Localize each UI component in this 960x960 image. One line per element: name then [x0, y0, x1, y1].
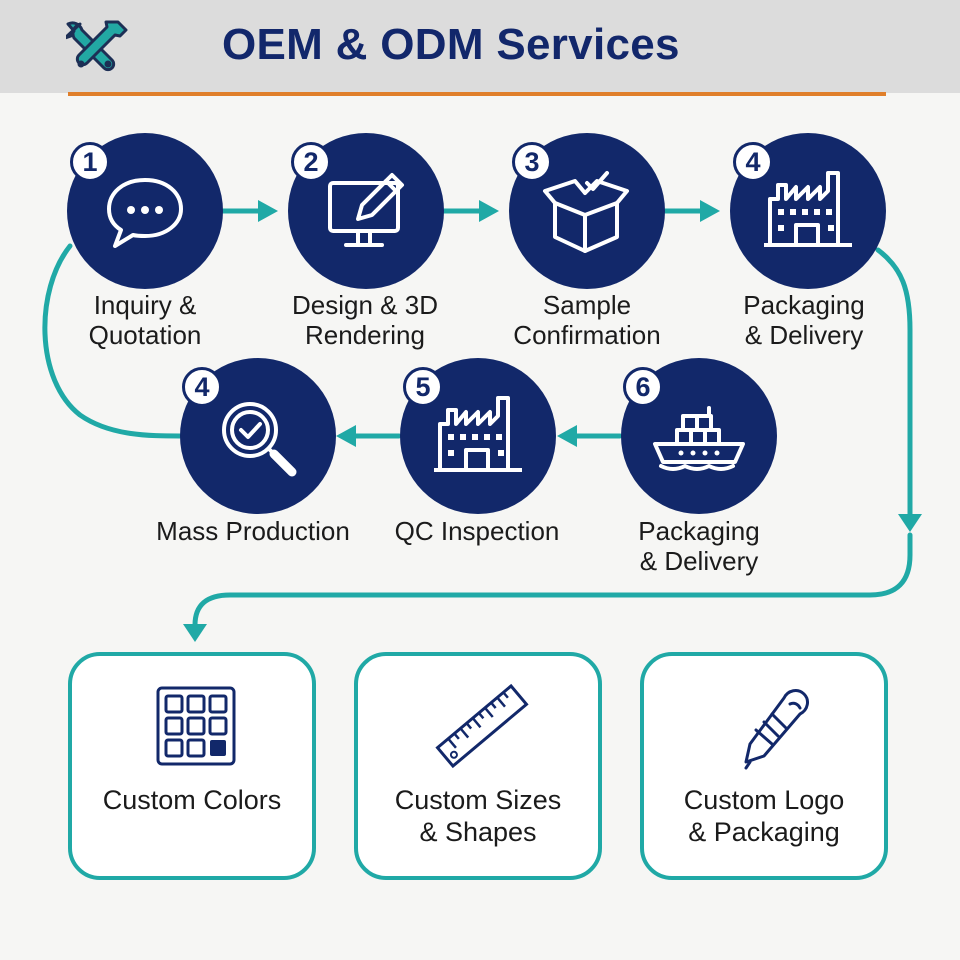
chat-bubble-icon [107, 178, 183, 248]
step-5-number: 5 [403, 367, 443, 407]
step-3-label-line2: Confirmation [513, 320, 661, 350]
service-card-colors-label: Custom Colors [72, 784, 312, 816]
step-5-label-line1: QC Inspection [394, 516, 560, 546]
step-6-label: Packaging & Delivery [579, 516, 819, 576]
step-2-label-line1: Design & 3D [292, 290, 438, 320]
service-card-logo-label: Custom Logo & Packaging [644, 784, 884, 848]
service-logo-line1: Custom Logo [683, 785, 845, 815]
step-1-label: Inquiry & Quotation [25, 290, 265, 350]
header-bar [0, 0, 960, 93]
step-5-label: QC Inspection [357, 516, 597, 546]
step-6-number: 6 [623, 367, 663, 407]
service-card-sizes-label: Custom Sizes & Shapes [358, 784, 598, 848]
step-6-label-line1: Packaging [638, 516, 760, 546]
pen-stamp-icon [744, 689, 809, 770]
service-card-logo: Custom Logo & Packaging [640, 652, 888, 880]
step-3-label: Sample Confirmation [467, 290, 707, 350]
step-1-label-line1: Inquiry & [93, 290, 197, 320]
page-title: OEM & ODM Services [222, 20, 680, 69]
step-2-number: 2 [291, 142, 331, 182]
factory-icon [764, 171, 852, 247]
service-card-colors: Custom Colors [68, 652, 316, 880]
ruler-icon [435, 683, 529, 769]
tools-icon [66, 20, 128, 72]
step-4-label-line1: Packaging [743, 290, 865, 320]
cargo-ship-icon [653, 406, 745, 471]
step-1-label-line2: Quotation [88, 320, 202, 350]
step-2-label: Design & 3D Rendering [245, 290, 485, 350]
service-colors-line1: Custom Colors [102, 785, 282, 815]
service-logo-line2: & Packaging [688, 817, 840, 847]
step-3-number: 3 [512, 142, 552, 182]
step-4-label-line2: & Delivery [744, 320, 864, 350]
monitor-pencil-icon [328, 173, 404, 247]
factory-icon [434, 396, 522, 472]
step-3-label-line1: Sample [542, 290, 632, 320]
service-card-sizes: Custom Sizes & Shapes [354, 652, 602, 880]
step-4-label: Packaging & Delivery [684, 290, 924, 350]
header-divider [68, 92, 886, 96]
step-1-number: 1 [70, 142, 110, 182]
magnifier-check-icon [222, 402, 297, 477]
step-4b-label: Mass Production [133, 516, 373, 546]
color-grid-icon [156, 686, 236, 766]
service-sizes-line2: & Shapes [419, 817, 537, 847]
step-4b-number: 4 [182, 367, 222, 407]
step-4-number: 4 [733, 142, 773, 182]
service-sizes-line1: Custom Sizes [394, 785, 562, 815]
step-2-label-line2: Rendering [305, 320, 425, 350]
step-4b-label-line1: Mass Production [156, 516, 350, 546]
open-box-icon [543, 171, 629, 253]
step-6-label-line2: & Delivery [639, 546, 759, 576]
